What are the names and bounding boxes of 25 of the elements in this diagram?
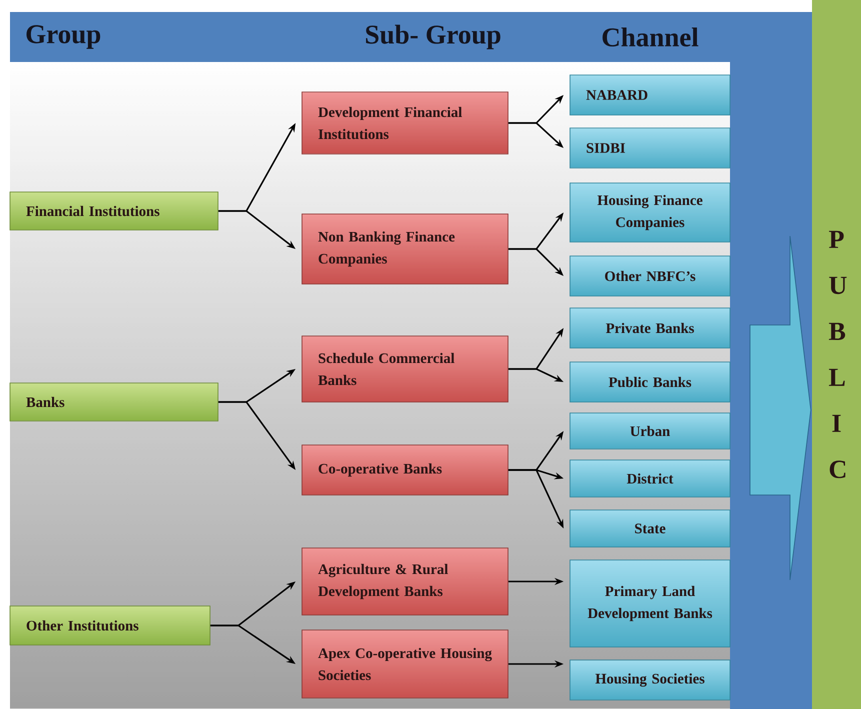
column-heading: Group: [26, 25, 100, 49]
channel-box: State: [570, 510, 730, 548]
group-box: Other Institutions: [10, 606, 210, 646]
subgroup-box: Co-operative Banks: [302, 444, 508, 496]
column-heading: Sub- Group: [366, 24, 500, 50]
column-heading: Channel: [602, 28, 698, 46]
group-box: Banks: [10, 382, 218, 422]
group-box: Financial Institutions: [10, 192, 218, 230]
channel-box: Housing Societies: [570, 660, 730, 700]
channel-box: Public Banks: [570, 362, 730, 402]
block-arrow: [750, 236, 812, 580]
channel-box: Other NBFC’s: [570, 256, 730, 296]
channel-box: District: [570, 460, 730, 498]
subgroup-box: Development Financial Institutions: [302, 92, 508, 154]
channel-box: Primary Land Development Banks: [570, 560, 730, 648]
subgroup-box: Agriculture & Rural Development Banks: [302, 548, 508, 616]
channel-box: Urban: [570, 412, 730, 450]
channel-box: NABARD: [570, 74, 730, 116]
channel-box: SIDBI: [570, 128, 730, 168]
channel-box: Private Banks: [570, 308, 730, 348]
subgroup-box: Apex Co-operative Housing Societies: [302, 630, 508, 698]
channel-box: Housing Finance Companies: [570, 182, 730, 242]
public-band: P U B L I C: [812, 0, 861, 709]
subgroup-box: Schedule Commercial Banks: [302, 336, 508, 402]
subgroup-box: Non Banking Finance Companies: [302, 214, 508, 284]
